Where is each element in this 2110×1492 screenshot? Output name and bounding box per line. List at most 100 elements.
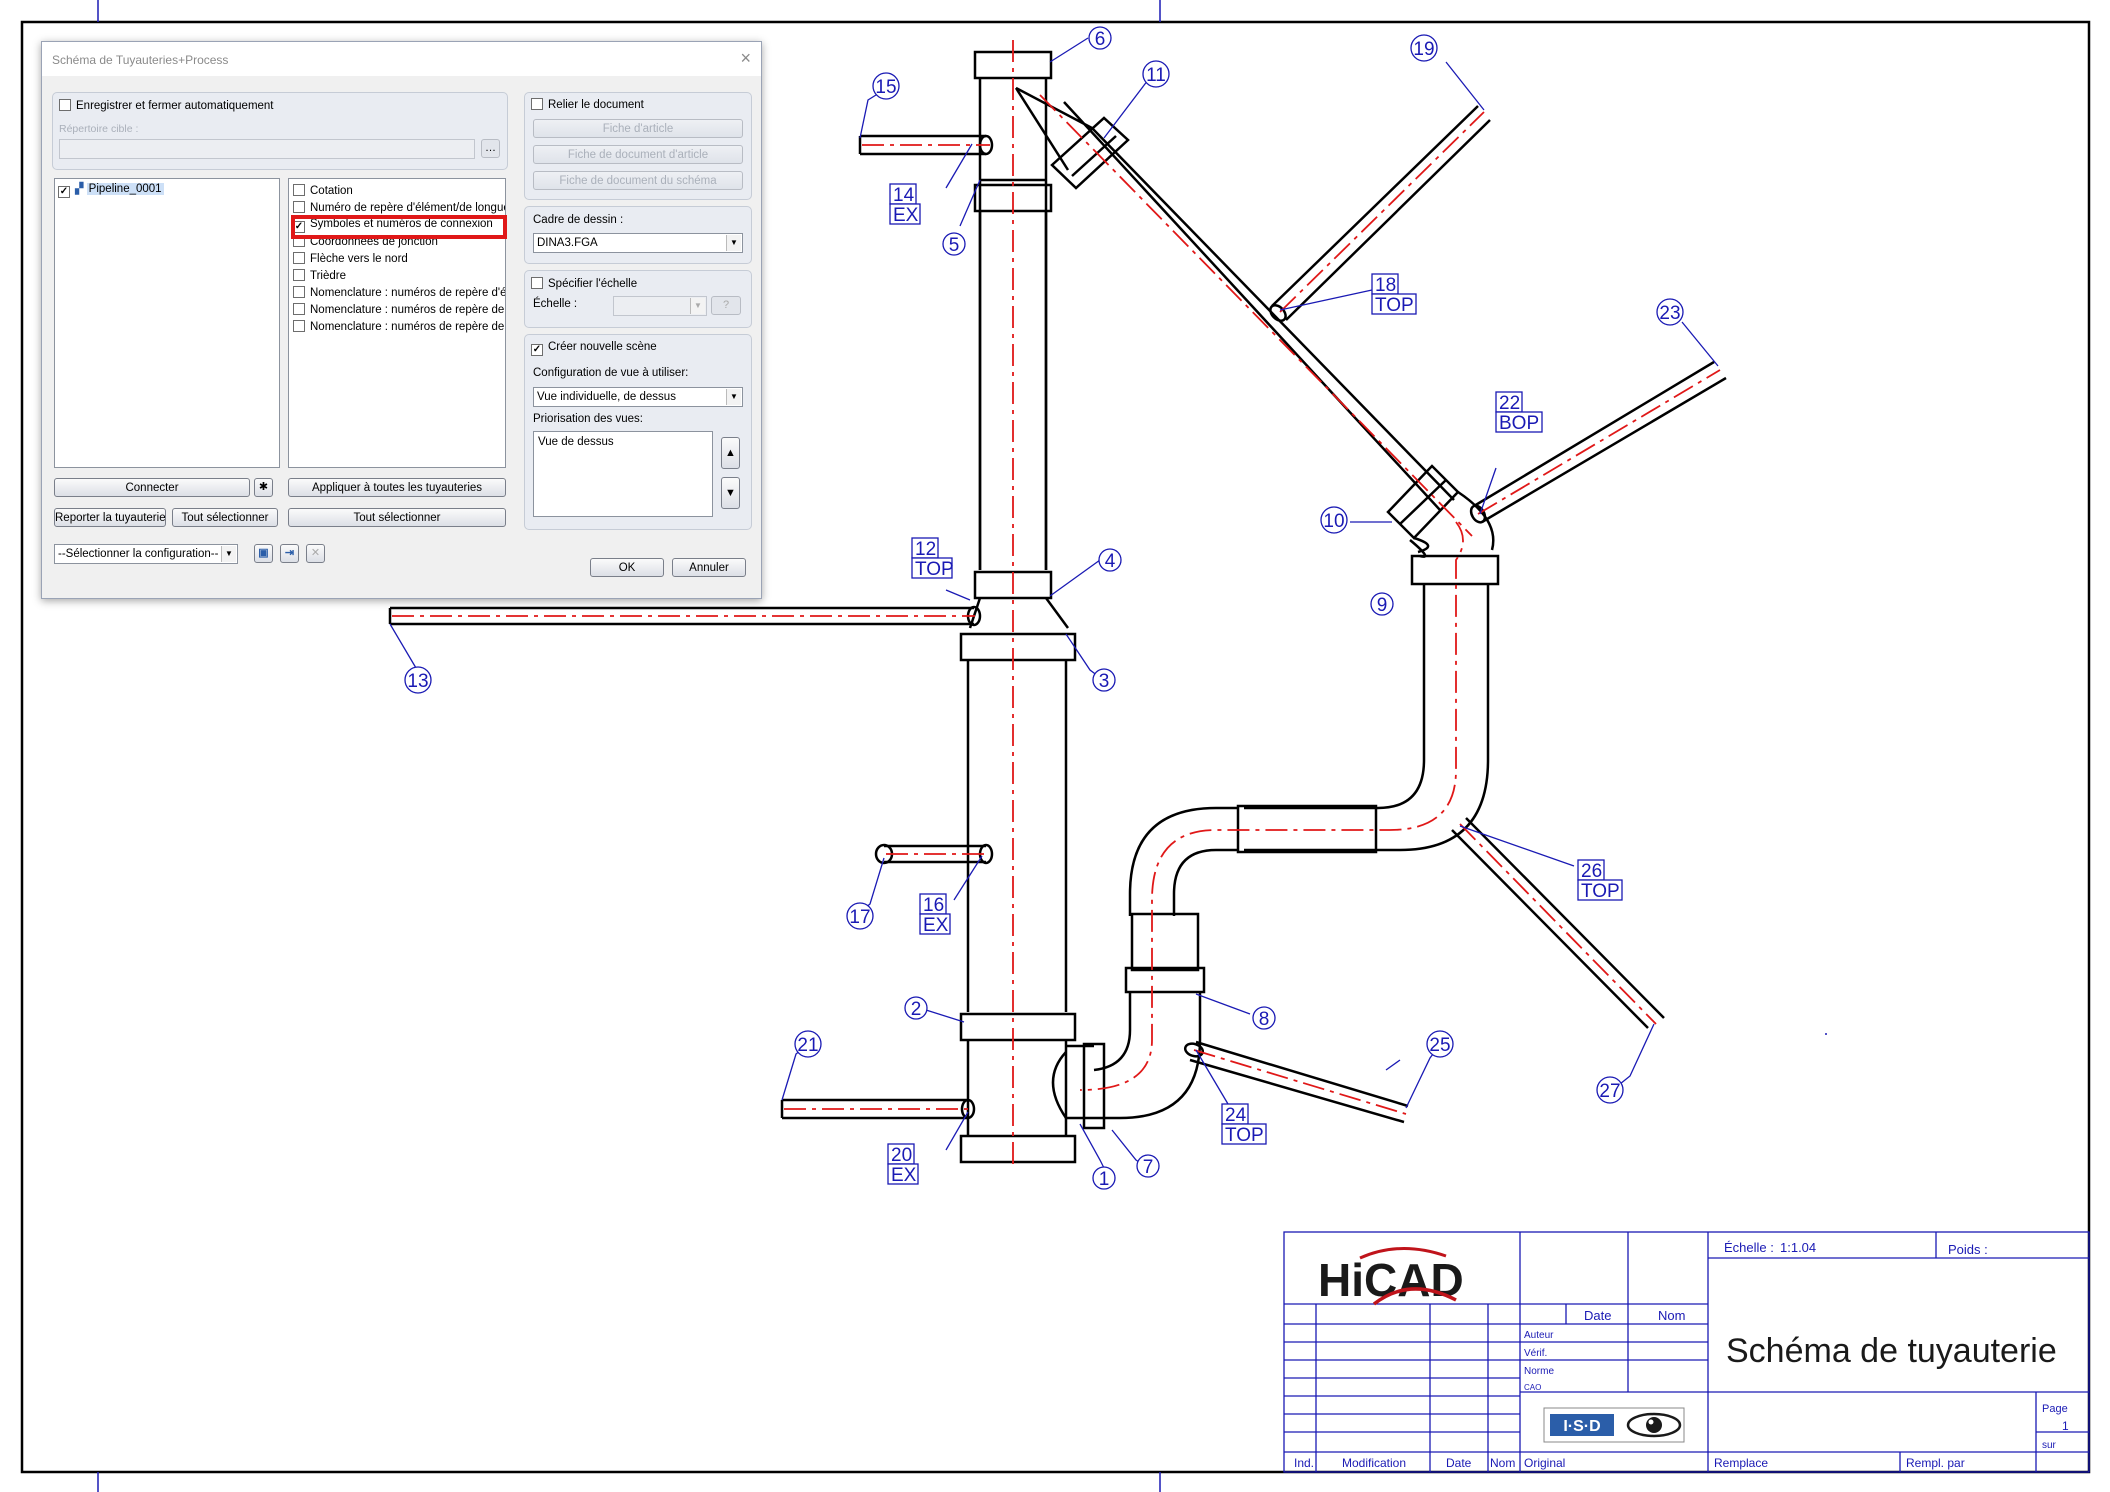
chevron-down-icon[interactable]: ▼	[726, 389, 741, 405]
view-config-select[interactable]: Vue individuelle, de dessus▼	[533, 387, 743, 407]
option-north-arrow[interactable]: Flèche vers le nord	[293, 252, 408, 265]
connect-button[interactable]: Connecter	[54, 478, 250, 497]
frame-label: Cadre de dessin :	[533, 214, 624, 226]
new-scene-checkbox[interactable]: ✓Créer nouvelle scène	[531, 341, 657, 356]
svg-text:6: 6	[1095, 29, 1106, 50]
balloon-17: 17	[846, 902, 874, 930]
scene-group: ✓Créer nouvelle scène Configuration de v…	[524, 334, 752, 530]
select-all-left-button[interactable]: Tout sélectionner	[172, 508, 278, 527]
svg-text:Schéma de tuyauterie: Schéma de tuyauterie	[1726, 1332, 2057, 1370]
pipeline-tree[interactable]: ✓▞ Pipeline_0001	[54, 178, 280, 468]
close-icon[interactable]: ×	[740, 48, 751, 68]
svg-text:25: 25	[1429, 1035, 1450, 1056]
report-pipe-button[interactable]: Reporter la tuyauterie	[54, 508, 166, 527]
balloon-2: 2	[904, 996, 928, 1020]
svg-text:14: 14	[893, 185, 915, 206]
config-select[interactable]: --Sélectionner la configuration--▼	[54, 544, 238, 564]
svg-text:2: 2	[911, 999, 922, 1020]
svg-text:BOP: BOP	[1499, 413, 1539, 434]
balloon-10: 10	[1320, 506, 1348, 534]
svg-text:12: 12	[915, 539, 936, 560]
svg-text:HiCAD: HiCAD	[1318, 1254, 1464, 1306]
svg-text:23: 23	[1659, 303, 1680, 324]
svg-text:Date: Date	[1446, 1456, 1472, 1470]
center-lines	[392, 40, 1721, 1170]
move-up-icon[interactable]: ▲	[721, 437, 740, 469]
chevron-down-icon[interactable]: ▼	[726, 235, 741, 251]
option-item-number[interactable]: Numéro de repère d'élément/de longueur	[293, 201, 505, 214]
svg-text:TOP: TOP	[915, 559, 954, 580]
option-cotation[interactable]: Cotation	[293, 184, 353, 197]
ok-button[interactable]: OK	[590, 558, 664, 577]
option-bom-element[interactable]: Nomenclature : numéros de repère d'élé..…	[293, 286, 505, 299]
move-down-icon[interactable]: ▼	[721, 477, 740, 509]
option-bom-r[interactable]: Nomenclature : numéros de repère de r...	[293, 303, 505, 316]
link-doc-checkbox[interactable]: Relier le document	[531, 98, 644, 111]
apply-all-button[interactable]: Appliquer à toutes les tuyauteries	[288, 478, 506, 497]
option-connection-symbols[interactable]: ✓Symboles et numéros de connexion	[293, 218, 493, 233]
balloon-13: 13	[404, 666, 432, 694]
target-dir-input[interactable]	[59, 139, 475, 159]
svg-text:9: 9	[1377, 595, 1388, 616]
highlight-box	[291, 215, 507, 239]
svg-text:TOP: TOP	[1581, 881, 1620, 902]
pipe-tree-icon: ▞	[75, 183, 84, 195]
svg-text:5: 5	[949, 235, 960, 256]
balloon-7: 7	[1136, 1154, 1160, 1178]
balloon-9: 9	[1370, 592, 1394, 616]
view-priority-item[interactable]: Vue de dessus	[538, 436, 614, 448]
scale-help-icon[interactable]: ?	[711, 296, 741, 315]
save-icon[interactable]: ▣	[254, 544, 273, 563]
svg-text:Original: Original	[1524, 1456, 1565, 1470]
balloon-8: 8	[1252, 1006, 1276, 1030]
chevron-down-icon[interactable]: ▼	[221, 546, 236, 562]
chevron-down-icon[interactable]: ▼	[690, 298, 705, 314]
auto-save-group: Enregistrer et fermer automatiquement Ré…	[52, 92, 508, 170]
gear-icon[interactable]: ✱	[254, 478, 273, 497]
balloon-25: 25	[1426, 1030, 1454, 1058]
auto-save-checkbox[interactable]: Enregistrer et fermer automatiquement	[59, 99, 274, 112]
checkbox[interactable]	[59, 99, 71, 111]
svg-text:Norme: Norme	[1524, 1366, 1554, 1377]
svg-text:Ind.: Ind.	[1294, 1456, 1314, 1470]
balloons: 1 2 3 4 5 6 7 8 9 10 11 13 15 17 19 21 2…	[404, 26, 1684, 1190]
svg-text:TOP: TOP	[1225, 1125, 1264, 1146]
load-icon[interactable]: ⇥	[280, 544, 299, 563]
checkbox-checked[interactable]: ✓	[58, 186, 70, 198]
article-doc-sheet-button[interactable]: Fiche de document d'article	[533, 145, 743, 164]
cancel-button[interactable]: Annuler	[672, 558, 746, 577]
scale-select[interactable]: ▼	[613, 296, 707, 316]
svg-text:21: 21	[797, 1035, 818, 1056]
schema-doc-sheet-button[interactable]: Fiche de document du schéma	[533, 171, 743, 190]
scale-checkbox[interactable]: Spécifier l'échelle	[531, 277, 637, 290]
svg-text:Auteur: Auteur	[1524, 1330, 1554, 1341]
view-priority-list[interactable]: Vue de dessus	[533, 431, 713, 517]
title-block-text: Échelle : 1:1.04 Poids : Date Nom Auteur…	[1294, 1240, 2069, 1470]
svg-text:Modification: Modification	[1342, 1456, 1406, 1470]
svg-text:I·S·D: I·S·D	[1563, 1418, 1600, 1435]
title-block	[1283, 1231, 2090, 1473]
delete-icon[interactable]: ✕	[306, 544, 325, 563]
select-all-right-button[interactable]: Tout sélectionner	[288, 508, 506, 527]
article-sheet-button[interactable]: Fiche d'article	[533, 119, 743, 138]
folder-icon[interactable]: …	[481, 139, 500, 158]
leader-lines	[389, 37, 1719, 1169]
svg-text:27: 27	[1599, 1081, 1620, 1102]
option-bom-c[interactable]: Nomenclature : numéros de repère de c...	[293, 320, 505, 333]
options-list[interactable]: Cotation Numéro de repère d'élément/de l…	[288, 178, 506, 468]
svg-text:sur: sur	[2042, 1440, 2057, 1451]
frame-select[interactable]: DINA3.FGA▼	[533, 233, 743, 253]
svg-text:7: 7	[1143, 1157, 1154, 1178]
balloon-4: 4	[1098, 548, 1122, 572]
svg-text:19: 19	[1413, 39, 1434, 60]
svg-text:Nom: Nom	[1658, 1308, 1685, 1323]
option-triad[interactable]: Trièdre	[293, 269, 346, 282]
pipe-schematic-dialog: Schéma de Tuyauteries+Process × Enregist…	[41, 41, 762, 599]
tree-item-pipeline[interactable]: ✓▞ Pipeline_0001	[58, 182, 164, 198]
sheet-border	[20, 20, 2091, 1474]
